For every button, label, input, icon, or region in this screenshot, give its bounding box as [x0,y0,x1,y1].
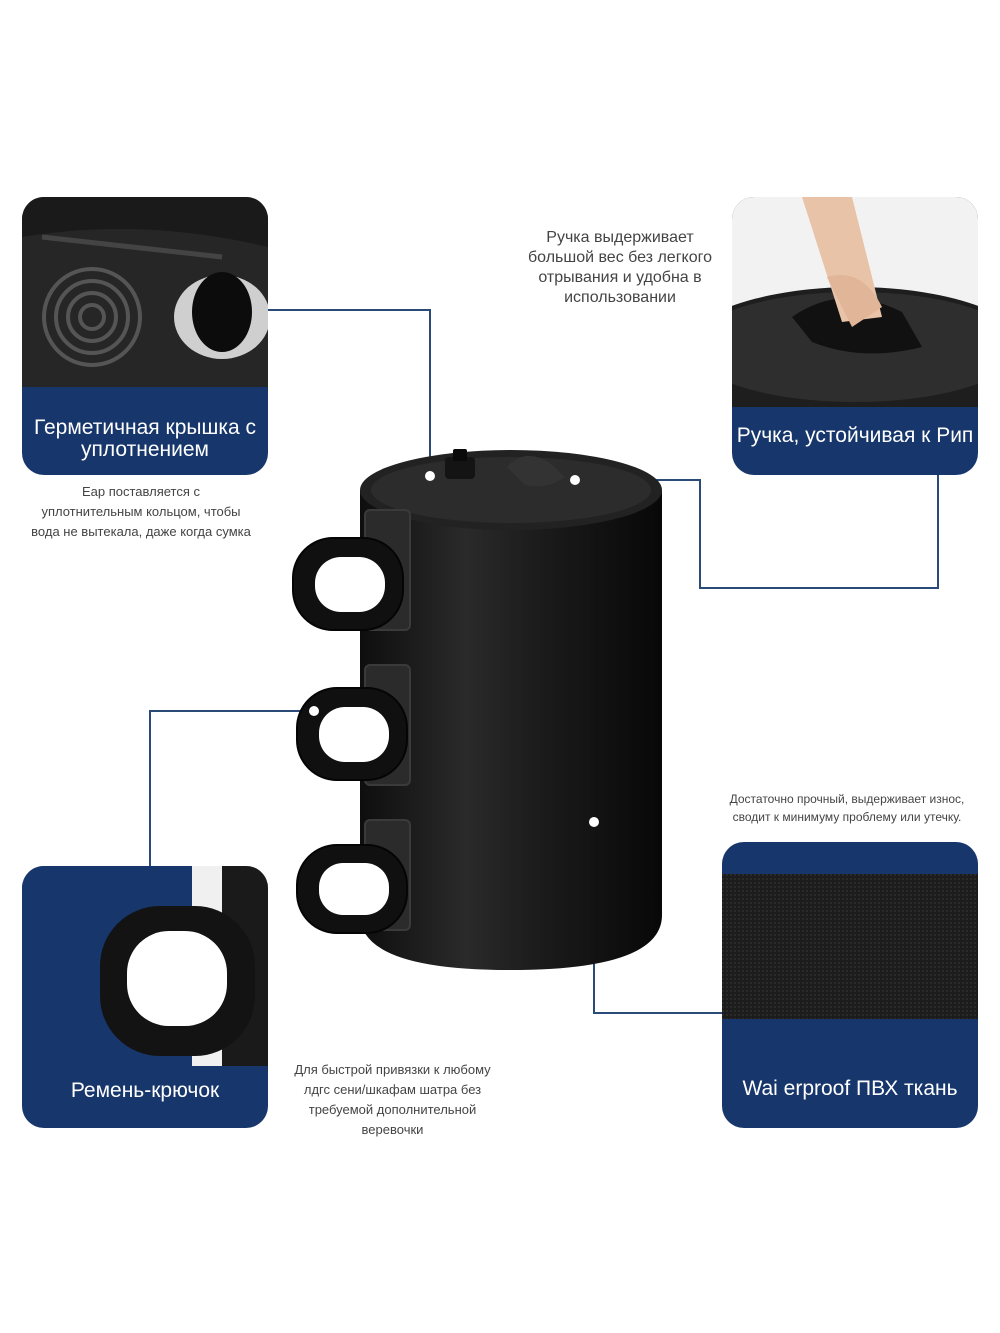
connector-lid [268,309,431,476]
note-fabric: Достаточно прочный, выдерживает износ, с… [729,792,965,824]
dot-fabric [589,817,599,827]
note-lid: Eap поставляется с уплотнительным кольцо… [31,484,251,539]
hand-handle-photo [732,197,978,407]
card-handle: Ручка, устойчивая к Рип [732,197,978,475]
card-caption-fabric: Wai erproof ПВХ ткань [742,1077,958,1100]
dot-lid [425,471,435,481]
pvc-fabric-photo [722,874,978,1019]
water-bag-product-image [292,449,662,970]
card-fabric: Wai erproof ПВХ ткань [722,842,978,1128]
card-caption-strap: Ремень-крючок [70,1079,220,1102]
note-handle: Ручка выдерживает большой вес без легког… [527,229,712,306]
connector-strap [149,710,314,866]
seal-cap-photo [22,197,268,387]
dot-strap [309,706,319,716]
note-strap: Для быстрой привязки к любому лдгс сени/… [294,1062,491,1137]
card-sealed-lid: Герметичная крышка с уплотнением [22,197,268,475]
card-caption-handle: Ручка, устойчивая к Рип [736,424,974,447]
strap-photo [22,866,268,1066]
card-caption-lid: Герметичная крышка с уплотнением [34,416,256,461]
dot-handle [570,475,580,485]
connector-handle [576,475,939,589]
card-strap: Ремень-крючок [22,866,268,1128]
